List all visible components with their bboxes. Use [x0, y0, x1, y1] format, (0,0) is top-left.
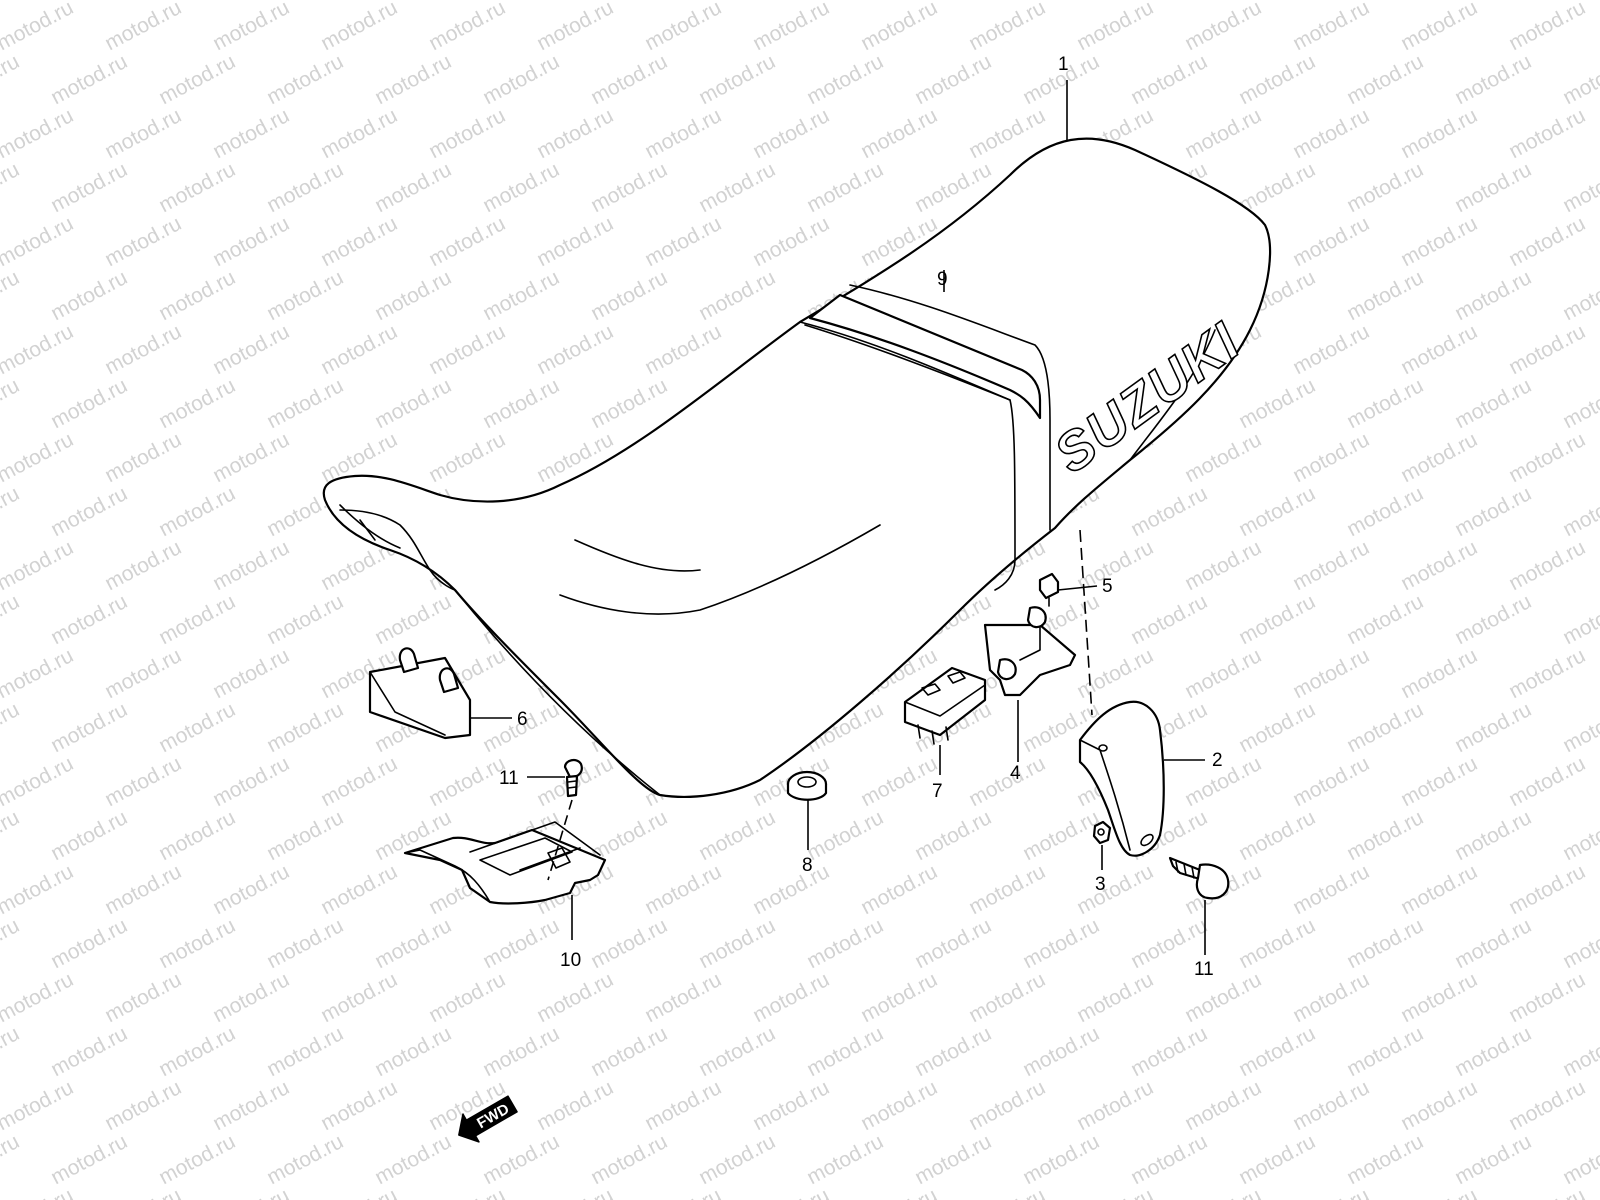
leader-11-left-dashed	[547, 799, 573, 881]
forward-arrow-icon: FWD	[458, 1095, 518, 1143]
seat: SUZUKI	[322, 137, 1272, 798]
leader-2-dashed	[1079, 529, 1093, 716]
callout-5: 5	[1102, 576, 1113, 597]
callout-11-left: 11	[499, 768, 519, 789]
hook-latch	[983, 606, 1077, 697]
callout-10: 10	[560, 950, 581, 971]
bolt-right	[1168, 856, 1230, 900]
screw-left	[563, 758, 583, 798]
callout-numbers: 1 9 5 2 3 4 6 7 8 11 10 11	[499, 54, 1223, 980]
callout-3: 3	[1095, 874, 1106, 895]
callout-9: 9	[937, 269, 948, 290]
cushion-front	[368, 647, 472, 740]
leader-lines	[470, 80, 1206, 955]
callout-2: 2	[1212, 750, 1223, 771]
nut	[1092, 820, 1112, 845]
callout-8: 8	[802, 855, 813, 876]
bolt-top	[1038, 572, 1060, 607]
cushion-rear	[903, 666, 987, 745]
grommet	[786, 770, 828, 801]
callout-4: 4	[1010, 763, 1021, 784]
callout-11-right: 11	[1194, 959, 1214, 980]
callout-6: 6	[517, 709, 528, 730]
leader-5	[1057, 585, 1098, 591]
seat-bracket	[1078, 700, 1165, 857]
seat-base-plate	[403, 821, 607, 905]
callout-1: 1	[1058, 54, 1069, 75]
callout-7: 7	[932, 781, 943, 802]
